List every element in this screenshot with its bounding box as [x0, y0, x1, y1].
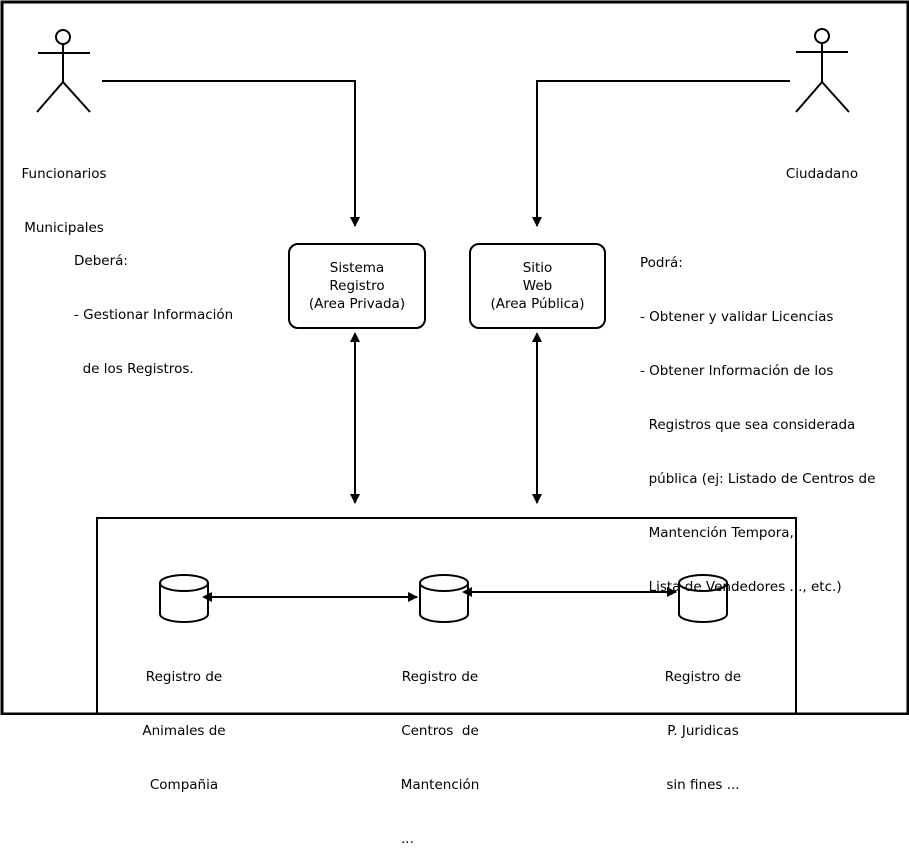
- debera-note: Deberá: - Gestionar Información de los R…: [74, 216, 233, 396]
- funcionarios-actor-icon: [36, 29, 91, 113]
- sitio-web-box: Sitio Web (Area Pública): [469, 243, 606, 329]
- funcionarios-label: Funcionarios Municipales: [0, 129, 128, 255]
- database-icon-animales: [159, 574, 209, 623]
- podra-note-line: - Obtener y validar Licencias: [640, 309, 834, 325]
- diagram-canvas: [0, 0, 909, 715]
- debera-note-line: Deberá:: [74, 253, 128, 269]
- sistema-registro-line: Sistema: [329, 260, 385, 276]
- funcionarios-label-line1: Funcionarios: [21, 166, 107, 182]
- db-centros-line: Centros de: [401, 723, 479, 739]
- db-animales-label: Registro de Animales de Compañia: [124, 632, 244, 812]
- funcionarios-to-registro-connector: [102, 80, 360, 227]
- sitio-web-line: Sitio: [522, 260, 553, 276]
- database-icon-centros: [419, 574, 469, 623]
- ciudadano-to-web-connector: [532, 80, 790, 227]
- db-centros-line: Registro de: [401, 669, 479, 685]
- sitio-web-line: (Area Pública): [490, 296, 585, 312]
- db-centros-line: ...: [401, 831, 414, 847]
- sistema-registro-box: Sistema Registro (Area Privada): [288, 243, 426, 329]
- sistema-registro-line: (Area Privada): [308, 296, 406, 312]
- ciudadano-actor-icon: [795, 28, 850, 113]
- outer-border: [0, 0, 909, 715]
- db-juridicas-label: Registro de P. Juridicas sin fines ...: [643, 632, 763, 812]
- db-juridicas-line: P. Juridicas: [667, 723, 739, 739]
- podra-note-line: Podrá:: [640, 255, 683, 271]
- podra-note-line: Mantención Tempora,: [640, 525, 794, 541]
- ciudadano-label-line1: Ciudadano: [785, 166, 859, 182]
- debera-note-line: - Gestionar Información: [74, 307, 234, 323]
- sitio-web-line: Web: [522, 278, 553, 294]
- database-container: [96, 517, 797, 715]
- podra-note-line: pública (ej: Listado de Centros de: [640, 471, 876, 487]
- db-centros-line: Mantención: [400, 777, 480, 793]
- db-animales-line: Animales de: [142, 723, 226, 739]
- debera-note-line: de los Registros.: [74, 361, 194, 377]
- ciudadano-label: Ciudadano: [770, 129, 874, 201]
- sistema-registro-line: Registro: [329, 278, 385, 294]
- db-animales-line: Compañia: [149, 777, 219, 793]
- podra-note: Podrá: - Obtener y validar Licencias - O…: [640, 218, 875, 614]
- podra-note-line: Lista de Vendedores ..., etc.): [640, 579, 842, 595]
- db-animales-line: Registro de: [145, 669, 223, 685]
- db-juridicas-line: sin fines ...: [666, 777, 740, 793]
- funcionarios-label-line2: Municipales: [24, 220, 104, 236]
- podra-note-line: Registros que sea considerada: [640, 417, 856, 433]
- db-juridicas-line: Registro de: [664, 669, 742, 685]
- podra-note-line: - Obtener Información de los: [640, 363, 834, 379]
- database-icon-juridicas: [678, 574, 728, 623]
- db-centros-label: Registro de Centros de Mantención ...: [380, 632, 500, 866]
